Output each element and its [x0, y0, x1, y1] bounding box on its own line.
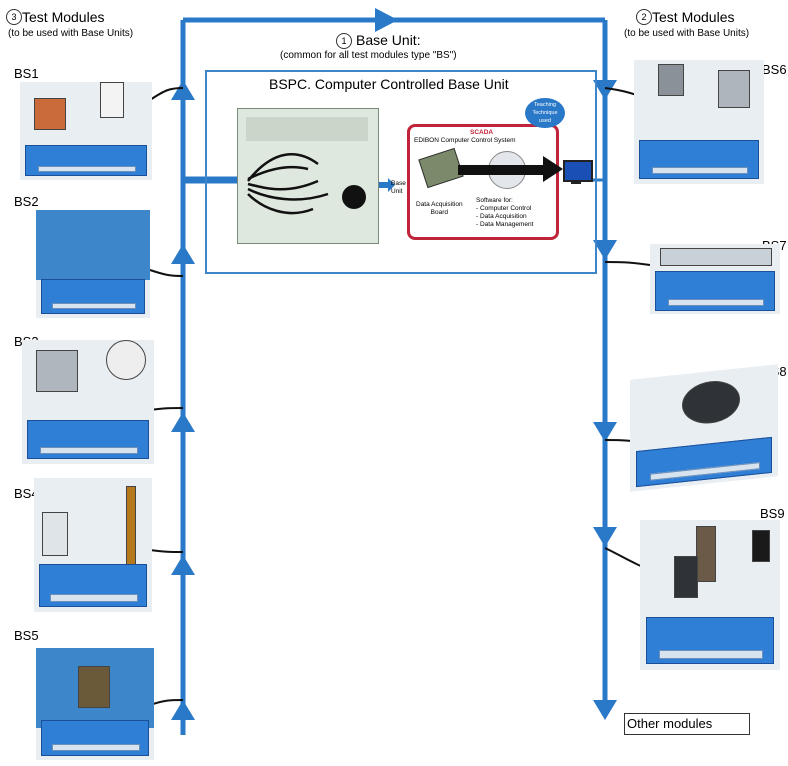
- module-bs1-image: [20, 82, 152, 180]
- right-down-arrows: [593, 80, 617, 720]
- software-label: Software for: - Computer Control - Data …: [476, 197, 534, 228]
- scada-box: SCADA EDIBON Computer Control System Dat…: [407, 124, 559, 240]
- center-header-subtitle: (common for all test modules type "BS"): [280, 50, 457, 61]
- base-unit-box: BSPC. Computer Controlled Base Unit Base…: [205, 70, 597, 274]
- module-bs5-image: [36, 648, 154, 760]
- daq-label: Data Acquisition Board: [416, 201, 463, 216]
- module-bs2-image: [36, 210, 150, 318]
- module-bs9-image: [640, 520, 780, 670]
- module-label-bs6: BS6: [762, 62, 787, 77]
- other-modules-label: Other modules: [627, 716, 713, 731]
- left-header-number: 3: [6, 9, 22, 25]
- system-label: EDIBON Computer Control System: [414, 137, 516, 144]
- left-header-subtitle: (to be used with Base Units): [8, 28, 134, 39]
- right-header-title: Test Modules: [652, 9, 735, 25]
- module-bs3-image: [22, 340, 154, 464]
- teaching-bubble-text: Teaching Technique used: [532, 102, 558, 124]
- teaching-bubble: Teaching Technique used: [525, 98, 565, 128]
- right-header-number: 2: [636, 9, 652, 25]
- data-flow-bar: [458, 165, 548, 175]
- base-unit-small-label: Base Unit: [391, 180, 406, 195]
- module-bs7-image: [650, 244, 780, 314]
- daq-board-image: [418, 147, 464, 189]
- center-header-title: Base Unit:: [356, 32, 421, 48]
- pc-stand-icon: [571, 180, 581, 184]
- cabinet-top-panel: [246, 117, 368, 141]
- module-bs8-image: [630, 364, 778, 492]
- right-header-subtitle: (to be used with Base Units): [624, 28, 750, 39]
- base-unit-cabinet: [237, 108, 379, 244]
- center-header-number: 1: [336, 33, 352, 49]
- center-header: 1 Base Unit: (common for all test module…: [280, 32, 520, 66]
- top-arrow-head: [375, 8, 398, 32]
- cabinet-knob-icon: [342, 185, 366, 209]
- module-label-bs4: BS4: [14, 486, 39, 501]
- left-up-arrows: [171, 80, 195, 720]
- base-unit-arrow-icon: [379, 178, 395, 192]
- scada-label: SCADA: [470, 129, 494, 136]
- module-label-bs1: BS1: [14, 66, 39, 81]
- module-bs6-image: [634, 60, 764, 184]
- module-bs4-image: [34, 478, 152, 612]
- base-unit-title: BSPC. Computer Controlled Base Unit: [269, 76, 509, 92]
- left-module-cables: [149, 87, 184, 706]
- left-header-title: Test Modules: [22, 9, 105, 25]
- pc-monitor-icon: [563, 160, 593, 182]
- module-label-bs5: BS5: [14, 628, 39, 643]
- module-label-bs2: BS2: [14, 194, 39, 209]
- other-modules-box: Other modules: [624, 713, 750, 735]
- cabinet-cables: [247, 153, 329, 215]
- module-label-bs9: BS9: [760, 506, 785, 521]
- to-pc-arrow-icon: [543, 156, 563, 182]
